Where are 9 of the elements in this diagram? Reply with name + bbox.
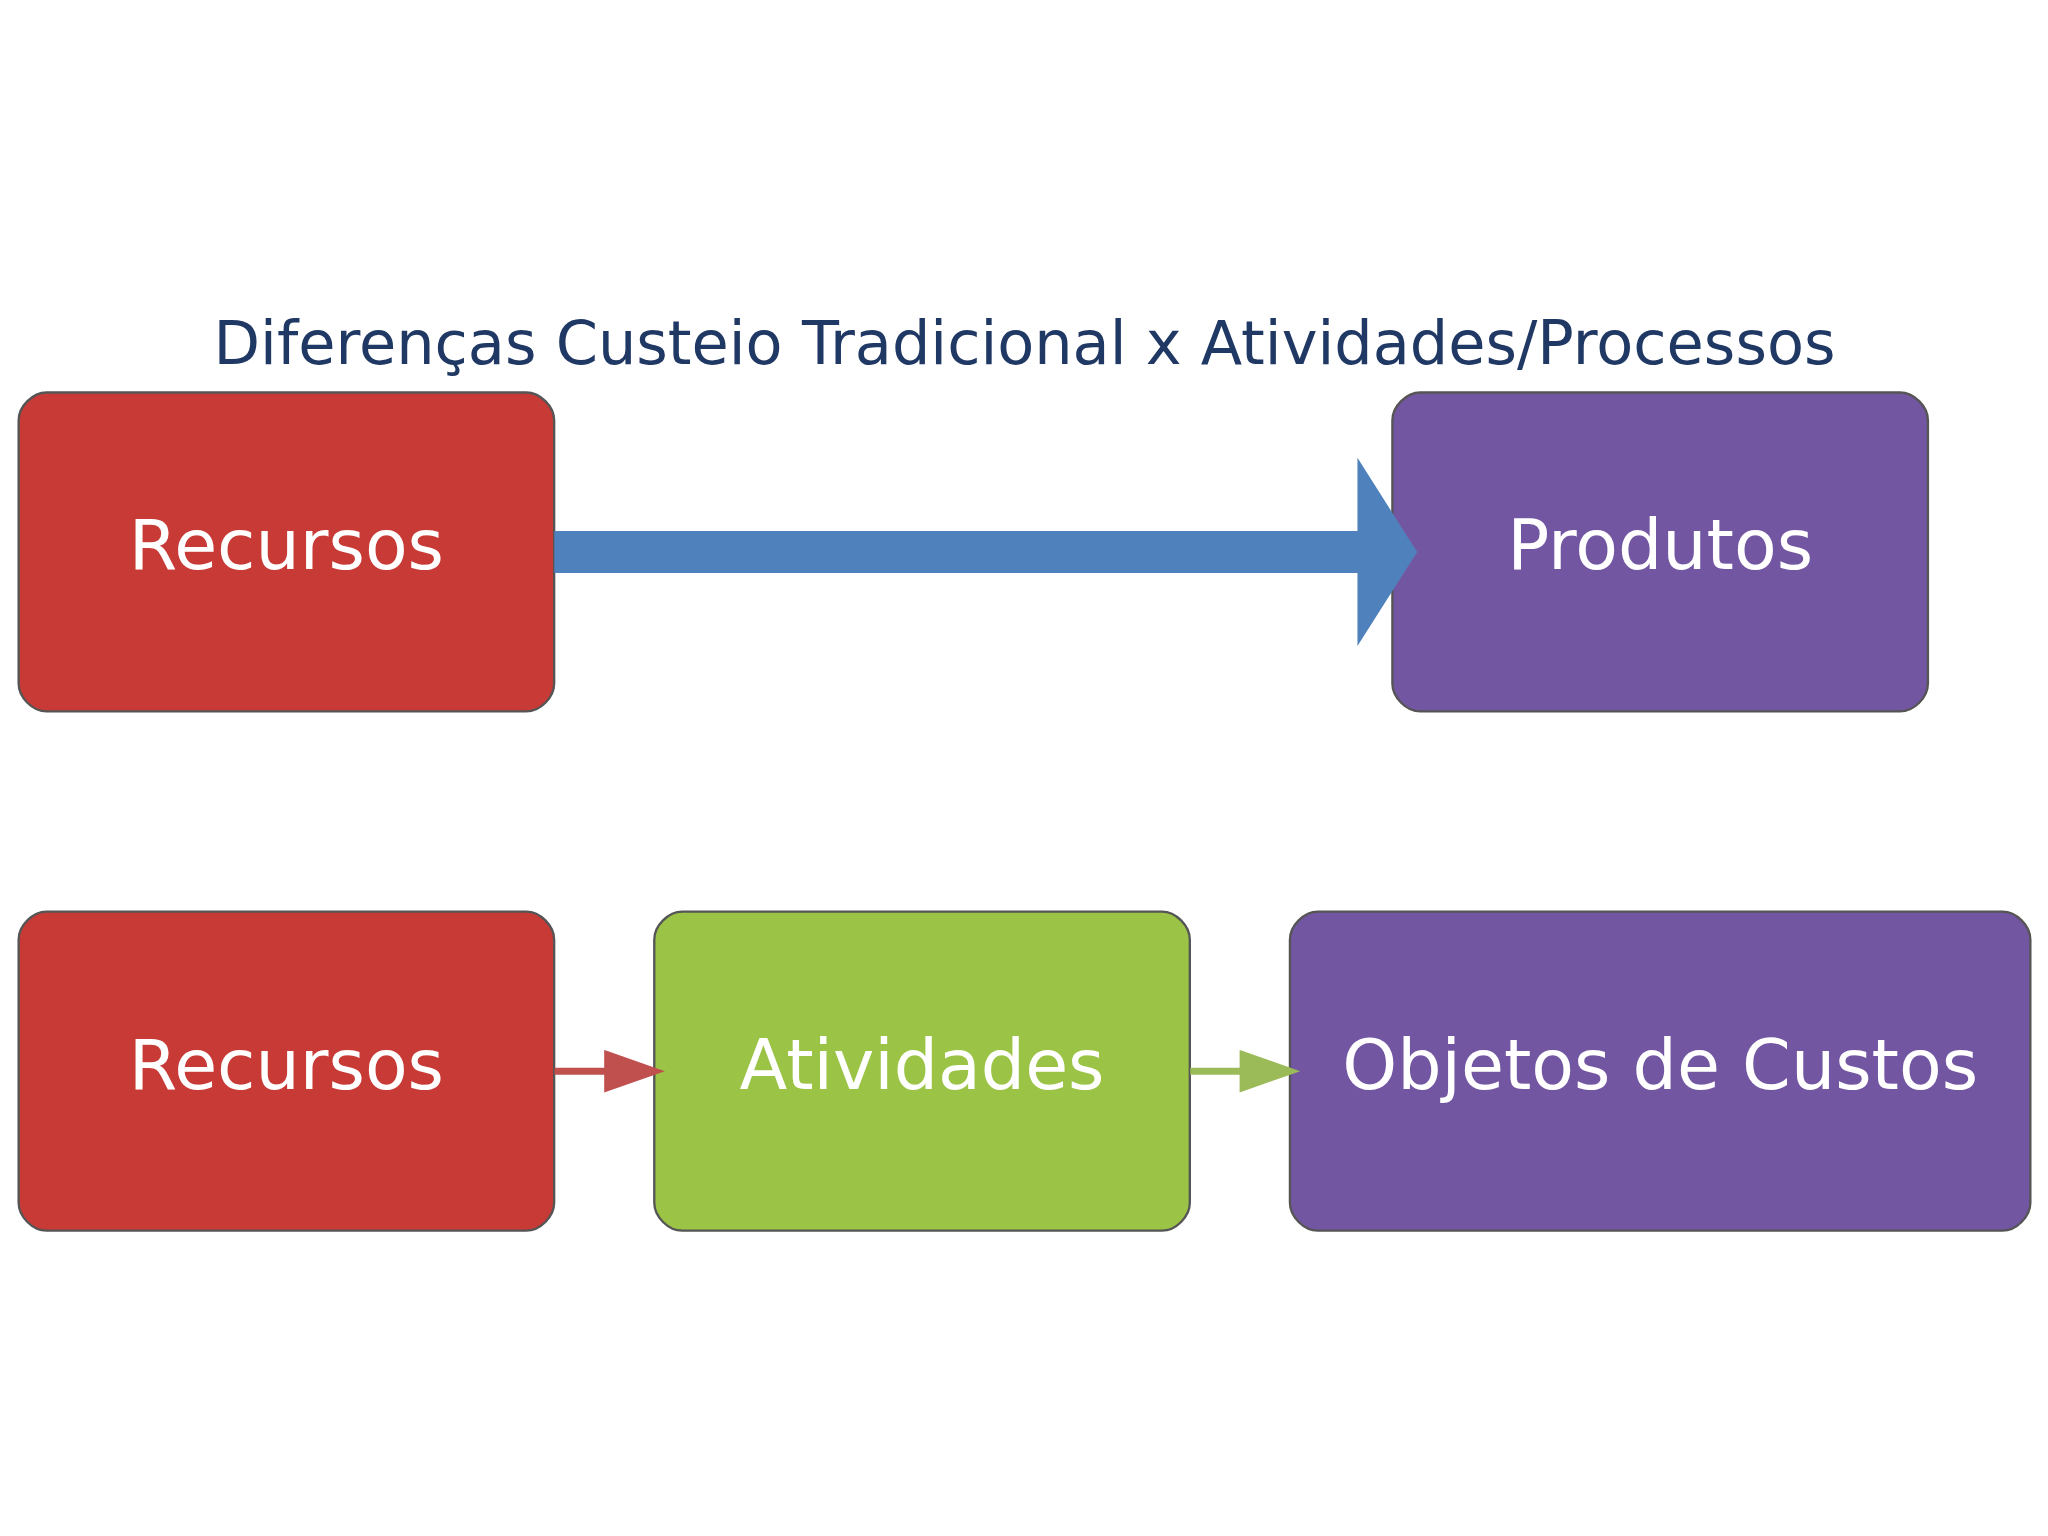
arrow (1189, 1049, 1300, 1092)
node-box: Objetos de Custos (1288, 910, 2032, 1232)
arrow (553, 457, 1417, 646)
node-box: Recursos (16, 390, 555, 713)
node-box: Recursos (16, 910, 555, 1232)
node-box: Produtos (1390, 390, 1929, 713)
diagram-title: Diferenças Custeio Tradicional x Atividades/Processos (213, 307, 1835, 378)
node-box: Atividades (652, 910, 1191, 1232)
arrow (554, 1049, 665, 1092)
